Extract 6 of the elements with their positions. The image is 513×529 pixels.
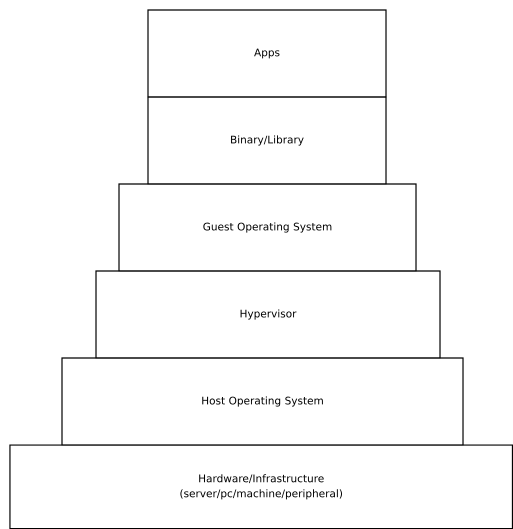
layer-box: Guest Operating System [118, 183, 417, 272]
layer-box: Hypervisor [95, 270, 441, 359]
layer-box: Apps [147, 9, 387, 98]
layer-box: Binary/Library [147, 96, 387, 185]
layer-box: Host Operating System [61, 357, 464, 446]
layer-box: Hardware/Infrastructure (server/pc/machine/peripheral) [9, 444, 513, 529]
